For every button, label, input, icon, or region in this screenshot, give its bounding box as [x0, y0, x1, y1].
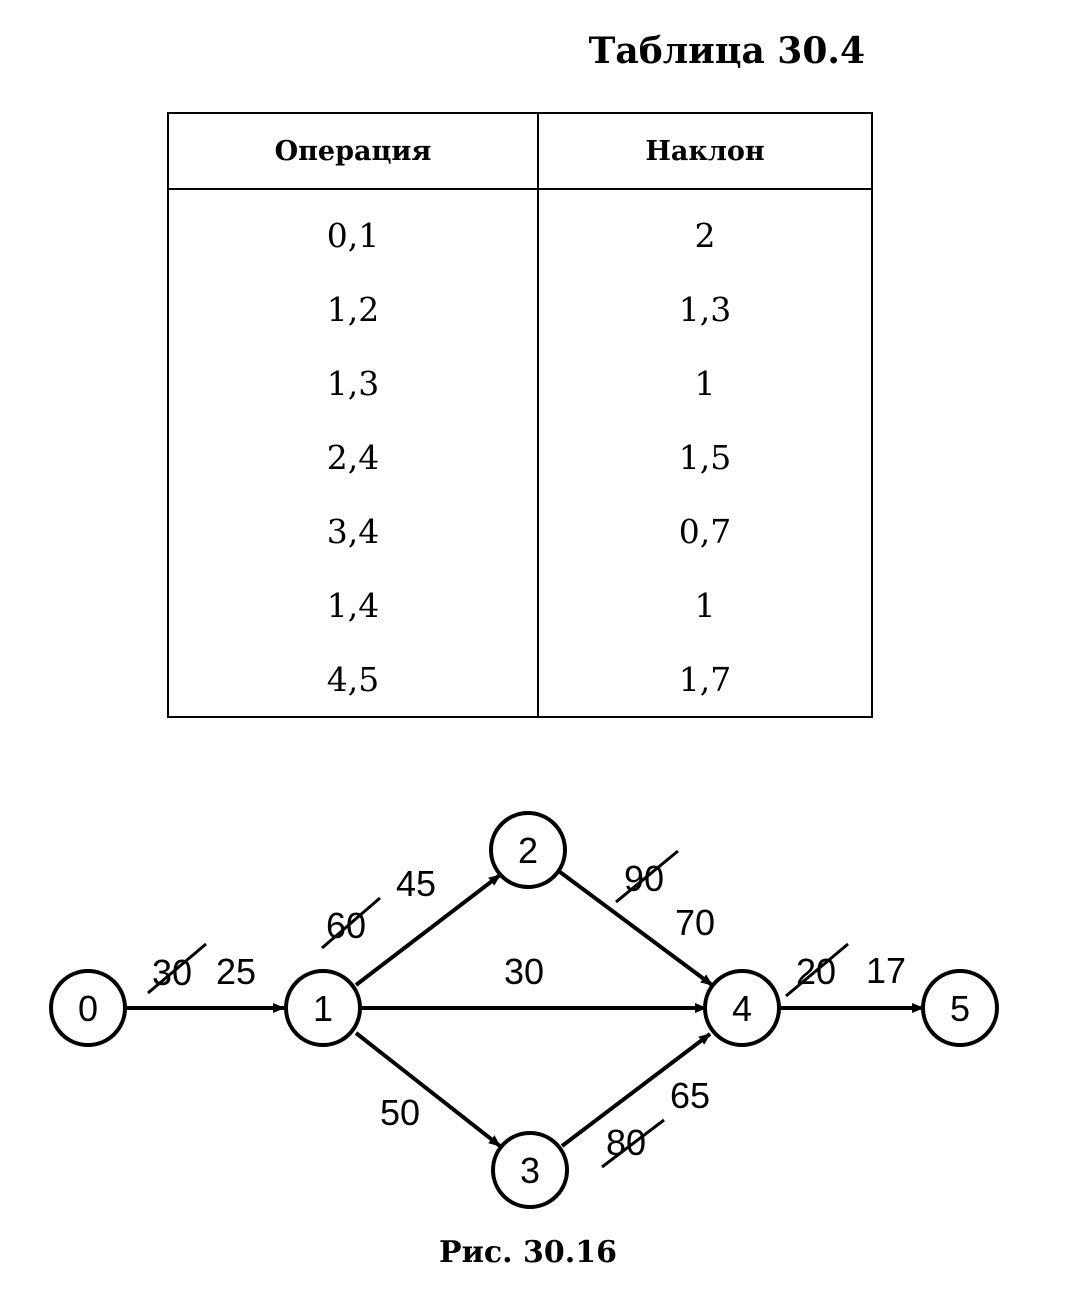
new-duration-label: 25 — [216, 951, 256, 992]
edge-1-2 — [354, 873, 502, 987]
node-4: 4 — [703, 969, 781, 1047]
strikethrough — [785, 942, 849, 998]
figure-caption: Рис. 30.16 — [439, 1235, 617, 1270]
node-1: 1 — [284, 969, 362, 1047]
cell-operation: 2,4 — [168, 420, 539, 494]
node-2: 2 — [489, 811, 567, 889]
cell-slope: 1,5 — [678, 437, 732, 477]
header-slope: Наклон — [538, 113, 872, 190]
cell-slope: 1,7 — [678, 659, 732, 699]
table-row: 3,4 0,7 — [168, 494, 872, 568]
new-duration-label: 50 — [380, 1092, 420, 1133]
table-title: Таблица 30.4 — [588, 30, 865, 72]
new-duration-label: 65 — [670, 1075, 710, 1116]
cell-operation: 0,1 — [168, 189, 539, 272]
table-row: 0,1 2 — [168, 189, 872, 272]
cell-slope: 1,3 — [678, 289, 732, 329]
cell-slope: 1 — [694, 585, 716, 625]
strikethrough — [321, 896, 381, 950]
table-row: 1,3 1 — [168, 346, 872, 420]
slope-table: Операция Наклон 0,1 2 1,2 1,3 1,3 1 2,4 … — [167, 112, 873, 718]
new-duration-label: 30 — [504, 951, 544, 992]
node-label: 0 — [78, 988, 98, 1029]
cell-slope: 2 — [694, 215, 716, 255]
cell-operation: 1,2 — [168, 272, 539, 346]
table-row: 2,4 1,5 — [168, 420, 872, 494]
edge-1-3 — [354, 1031, 502, 1148]
header-operation: Операция — [168, 113, 539, 190]
cell-operation: 1,3 — [168, 346, 539, 420]
table-header-row: Операция Наклон — [168, 113, 872, 190]
strikethrough — [601, 1118, 665, 1169]
strikethrough — [147, 942, 207, 995]
new-duration-label: 45 — [396, 863, 436, 904]
node-5: 5 — [921, 969, 999, 1047]
table-row: 4,5 1,7 — [168, 642, 872, 717]
edge-2-4 — [558, 870, 714, 987]
edge-3-4 — [560, 1032, 712, 1148]
node-label: 4 — [732, 988, 752, 1029]
strikethrough — [615, 849, 679, 904]
node-3: 3 — [491, 1131, 569, 1209]
node-label: 1 — [313, 988, 333, 1029]
cell-operation: 1,4 — [168, 568, 539, 642]
new-duration-label: 17 — [866, 950, 906, 991]
old-duration-label: 80 — [606, 1122, 646, 1163]
node-label: 2 — [518, 830, 538, 871]
cell-slope: 1 — [694, 363, 716, 403]
node-0: 0 — [49, 969, 127, 1047]
table-row: 1,4 1 — [168, 568, 872, 642]
node-label: 5 — [950, 988, 970, 1029]
table-row: 1,2 1,3 — [168, 272, 872, 346]
node-label: 3 — [520, 1150, 540, 1191]
cell-slope: 0,7 — [678, 511, 732, 551]
new-duration-label: 70 — [675, 902, 715, 943]
cell-operation: 3,4 — [168, 494, 539, 568]
cell-operation: 4,5 — [168, 642, 539, 717]
network-diagram: 0 1 2 3 4 5 30 25 60 45 30 50 90 70 80 6… — [49, 811, 999, 1209]
